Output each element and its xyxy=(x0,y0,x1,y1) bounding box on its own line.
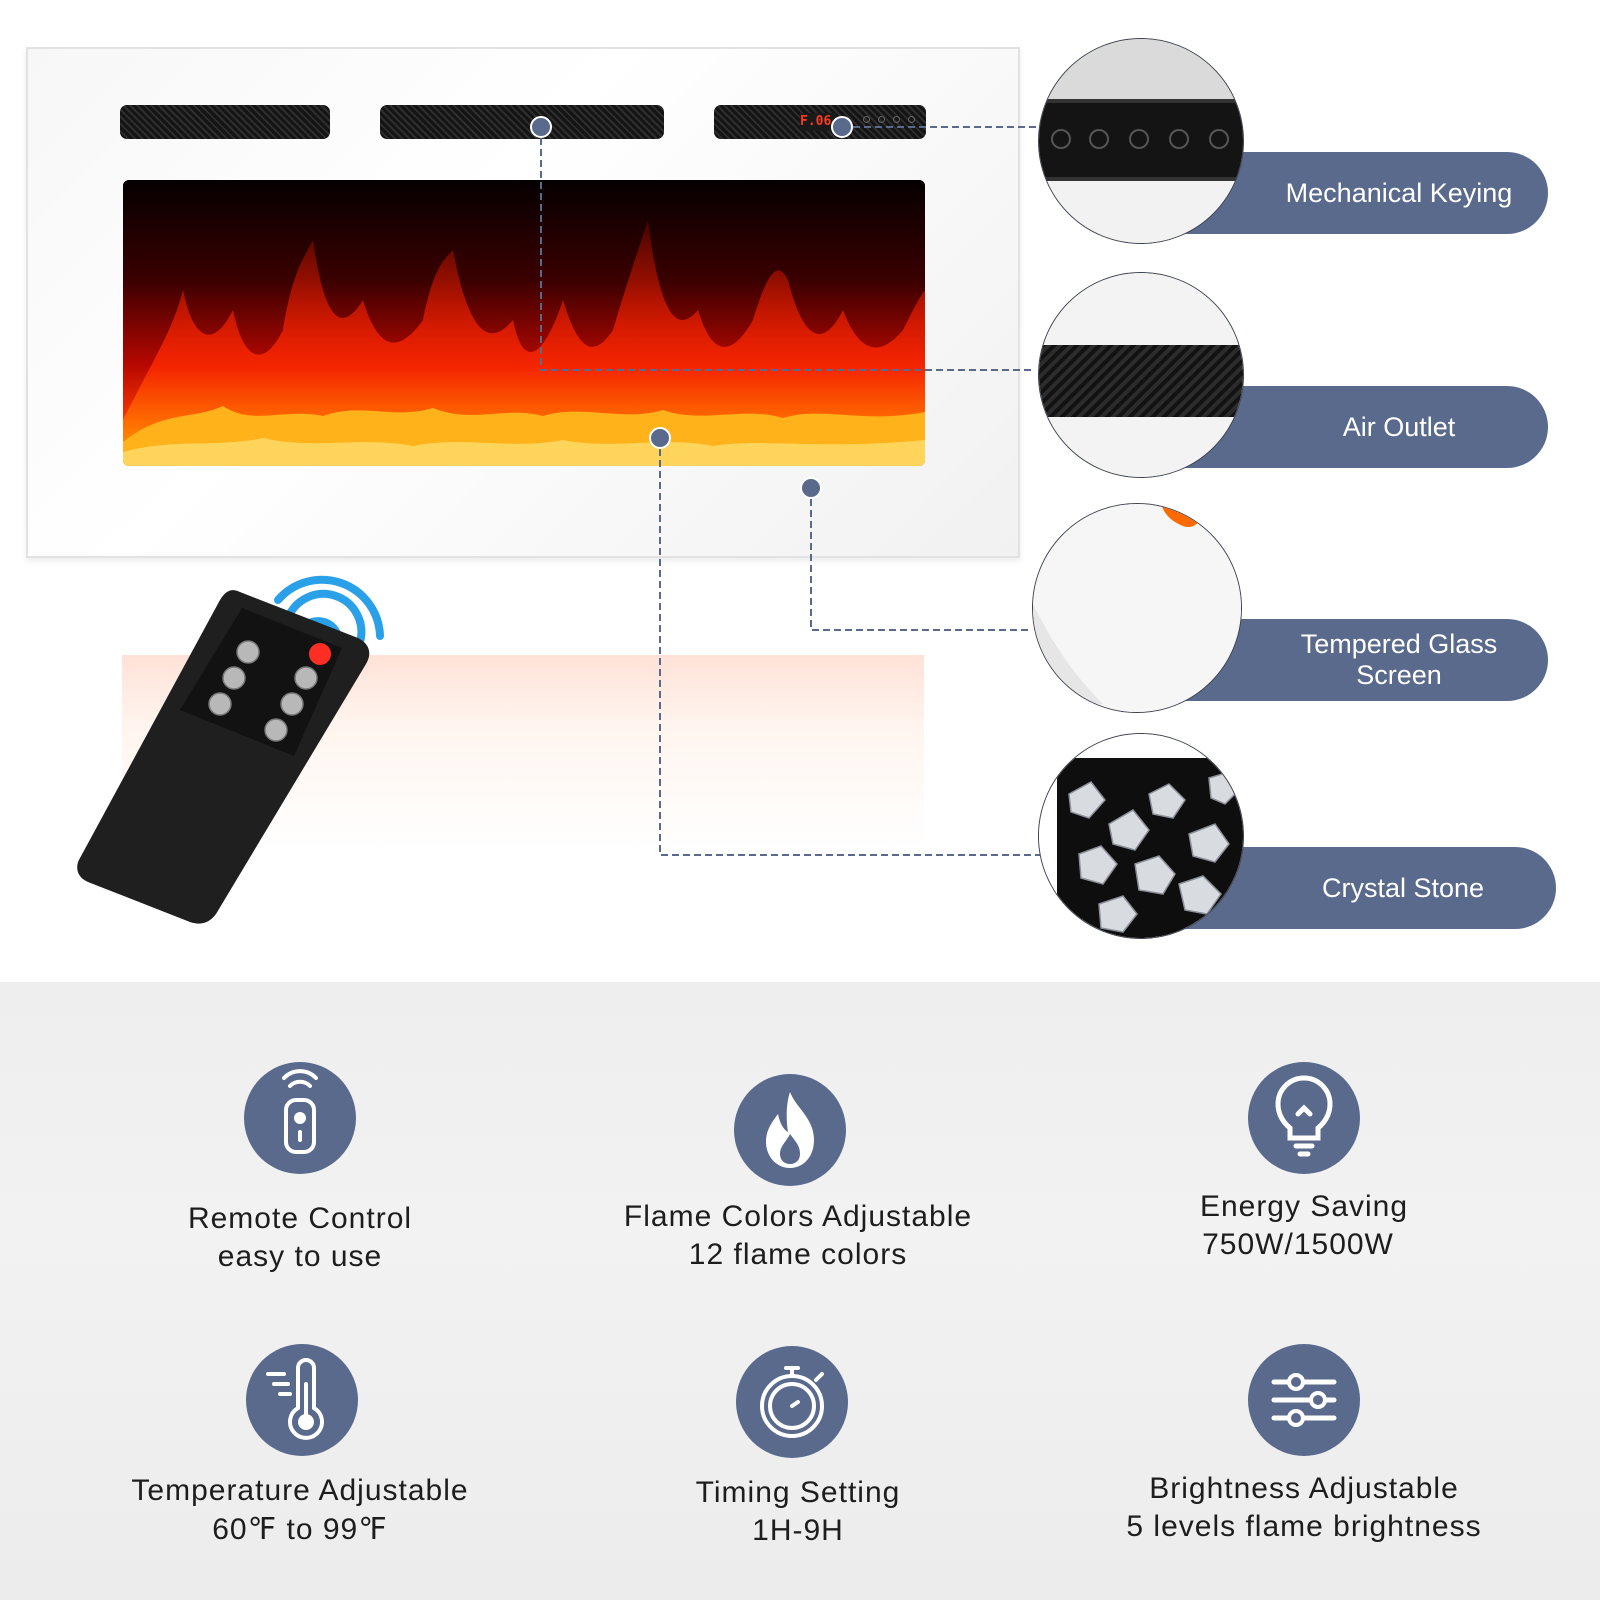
remote-control-image xyxy=(70,560,400,940)
zoom-crystal-stone xyxy=(1038,733,1244,939)
feature-detail: 60℉ to 99℉ xyxy=(212,1513,388,1546)
feature-title: Timing Setting xyxy=(695,1476,901,1509)
callout-label: Mechanical Keying xyxy=(1285,177,1513,208)
glass-screen-closeup xyxy=(1033,504,1241,712)
callout-label: Air Outlet xyxy=(1342,411,1456,442)
panel-button-dot xyxy=(878,116,885,123)
panel-button-dot xyxy=(908,116,915,123)
firebox-flame-window xyxy=(123,180,925,466)
feature-detail: easy to use xyxy=(217,1240,383,1273)
zoom-control-panel xyxy=(1038,38,1244,244)
callout-label: Crystal Stone xyxy=(1321,872,1485,903)
fireplace-unit: F.06 xyxy=(26,47,1020,558)
feature-title: Temperature Adjustable xyxy=(131,1474,469,1507)
sliders-icon xyxy=(1248,1344,1360,1456)
flame-icon xyxy=(734,1074,846,1186)
feature-title: Energy Saving xyxy=(1199,1190,1409,1223)
remote-control-icon xyxy=(244,1062,356,1174)
feature-title: Flame Colors Adjustable xyxy=(623,1200,973,1233)
light-bulb-icon xyxy=(1248,1062,1360,1174)
control-buttons-closeup xyxy=(1039,39,1243,243)
thermometer-icon xyxy=(246,1344,358,1456)
panel-button-dot xyxy=(893,116,900,123)
feature-detail: 1H-9H xyxy=(752,1514,844,1547)
feature-detail: 5 levels flame brightness xyxy=(1126,1510,1482,1543)
remote-control-illustration xyxy=(77,575,384,924)
air-outlet-closeup xyxy=(1039,273,1243,477)
callout-label-line1: Tempered Glass xyxy=(1300,629,1498,659)
feature-detail: 12 flame colors xyxy=(688,1238,908,1271)
feature-detail: 750W/1500W xyxy=(1202,1228,1394,1261)
air-vent-center xyxy=(380,105,664,139)
crystal-stone-closeup xyxy=(1039,734,1243,938)
zoom-glass-screen xyxy=(1032,503,1242,713)
feature-title: Brightness Adjustable xyxy=(1149,1472,1459,1505)
panel-button-dot xyxy=(863,116,870,123)
temperature-display: F.06 xyxy=(800,113,836,131)
flame-illustration xyxy=(123,180,925,466)
feature-title: Remote Control xyxy=(187,1202,413,1235)
air-vent-left xyxy=(120,105,330,139)
callout-label-line2: Screen xyxy=(1356,660,1442,690)
stopwatch-icon xyxy=(736,1346,848,1458)
zoom-air-outlet xyxy=(1038,272,1244,478)
